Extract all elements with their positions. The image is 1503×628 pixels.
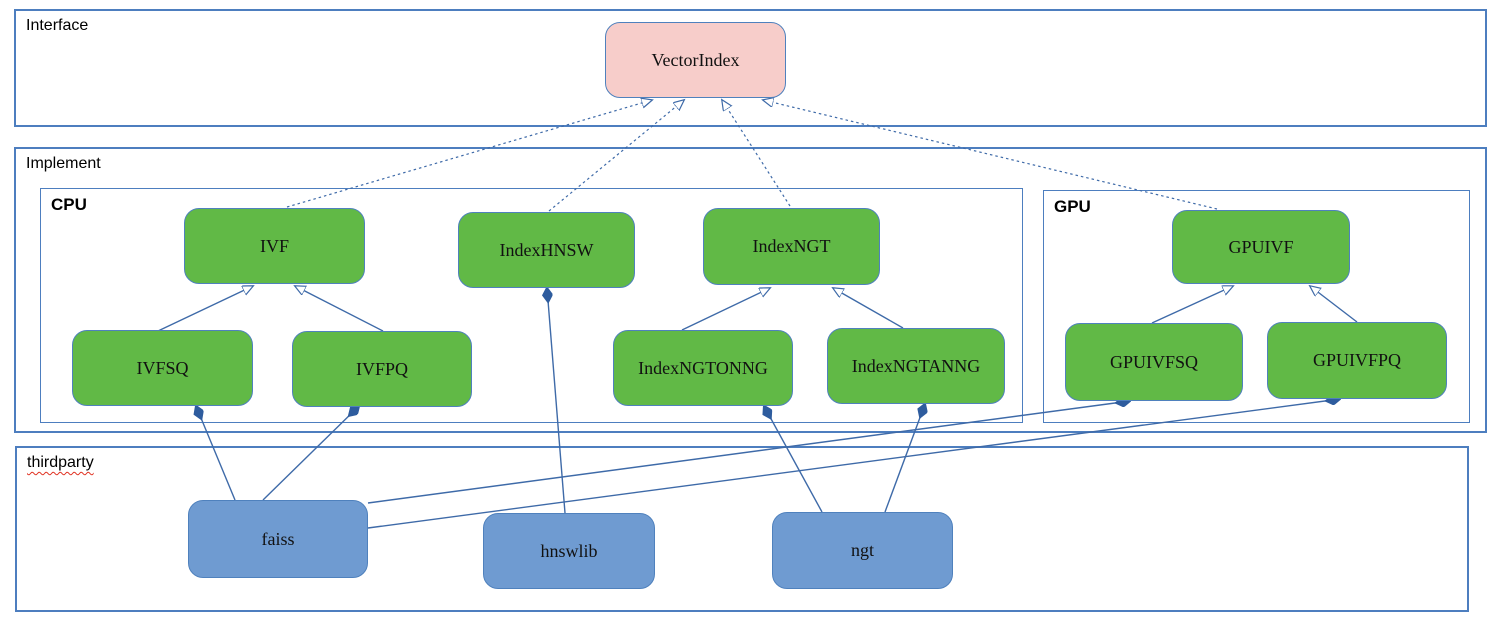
node-hnswlib-label: hnswlib [540,540,598,561]
edge-gpuivfpq-to-gpuivf [1310,286,1358,323]
node-indexhnsw-label: IndexHNSW [499,239,594,260]
node-faiss: faiss [188,500,368,578]
edge-indexngt-to-vectorindex [722,100,791,207]
node-faiss-label: faiss [261,528,295,549]
node-ivfsq: IVFSQ [72,330,253,406]
node-gpuivfsq: GPUIVFSQ [1065,323,1243,401]
group-gpu-label: GPU [1054,197,1091,216]
edge-indexhnsw-to-hnswlib [547,288,566,514]
edge-ivfsq-to-ivf [157,286,253,332]
edge-indexngtonng-to-indexngt [681,288,770,331]
edge-indexngtonng-to-ngt [764,406,823,513]
edge-gpuivf-to-vectorindex [763,100,1218,210]
node-vectorindex: VectorIndex [605,22,786,98]
edge-gpuivfsq-to-gpuivf [1151,286,1233,324]
node-indexngt-label: IndexNGT [752,236,831,256]
edge-indexngtanng-to-ngt [884,404,925,513]
edge-ivfpq-to-faiss [262,406,359,501]
group-cpu-label: CPU [51,195,87,214]
node-indexngtanng: IndexNGTANNG [827,328,1005,404]
node-ivf-label: IVF [259,235,289,256]
node-gpuivfpq: GPUIVFPQ [1267,322,1447,399]
node-vectorindex-label: VectorIndex [651,49,740,70]
group-interface-label: Interface [26,17,89,34]
group-thirdparty-label: thirdparty [27,454,94,471]
node-ivfsq-label: IVFSQ [136,357,189,378]
edge-ivfpq-to-ivf [295,286,384,332]
node-gpuivfsq-label: GPUIVFSQ [1109,351,1199,372]
node-ivfpq: IVFPQ [292,331,472,407]
node-gpuivf-label: GPUIVF [1228,236,1294,257]
node-gpuivf: GPUIVF [1172,210,1350,284]
edge-indexngtanng-to-indexngt [833,288,904,329]
edge-ivf-to-vectorindex [286,100,652,208]
edge-indexhnsw-to-vectorindex [548,100,684,212]
node-indexhnsw: IndexHNSW [458,212,635,288]
edge-gpuivfpq-to-faiss [367,399,1340,529]
node-gpuivfpq-label: GPUIVFPQ [1312,350,1402,370]
group-implement-label: Implement [26,155,101,172]
node-ivf: IVF [184,208,365,284]
node-ivfpq-label: IVFPQ [355,358,408,379]
group-cpu: CPU [40,188,1023,423]
edge-ivfsq-to-faiss [196,406,236,501]
group-interface: Interface [14,9,1487,127]
node-ngt: ngt [772,512,953,589]
node-hnswlib: hnswlib [483,513,655,589]
group-implement: Implement [14,147,1487,433]
group-thirdparty: thirdparty [15,446,1469,612]
node-ngt-label: ngt [850,540,874,560]
node-indexngtonng: IndexNGTONNG [613,330,793,406]
node-indexngtonng-label: IndexNGTONNG [638,357,768,378]
node-indexngt: IndexNGT [703,208,880,285]
group-gpu: GPU [1043,190,1470,423]
node-indexngtanng-label: IndexNGTANNG [851,355,981,376]
edge-gpuivfsq-to-faiss [367,401,1130,504]
